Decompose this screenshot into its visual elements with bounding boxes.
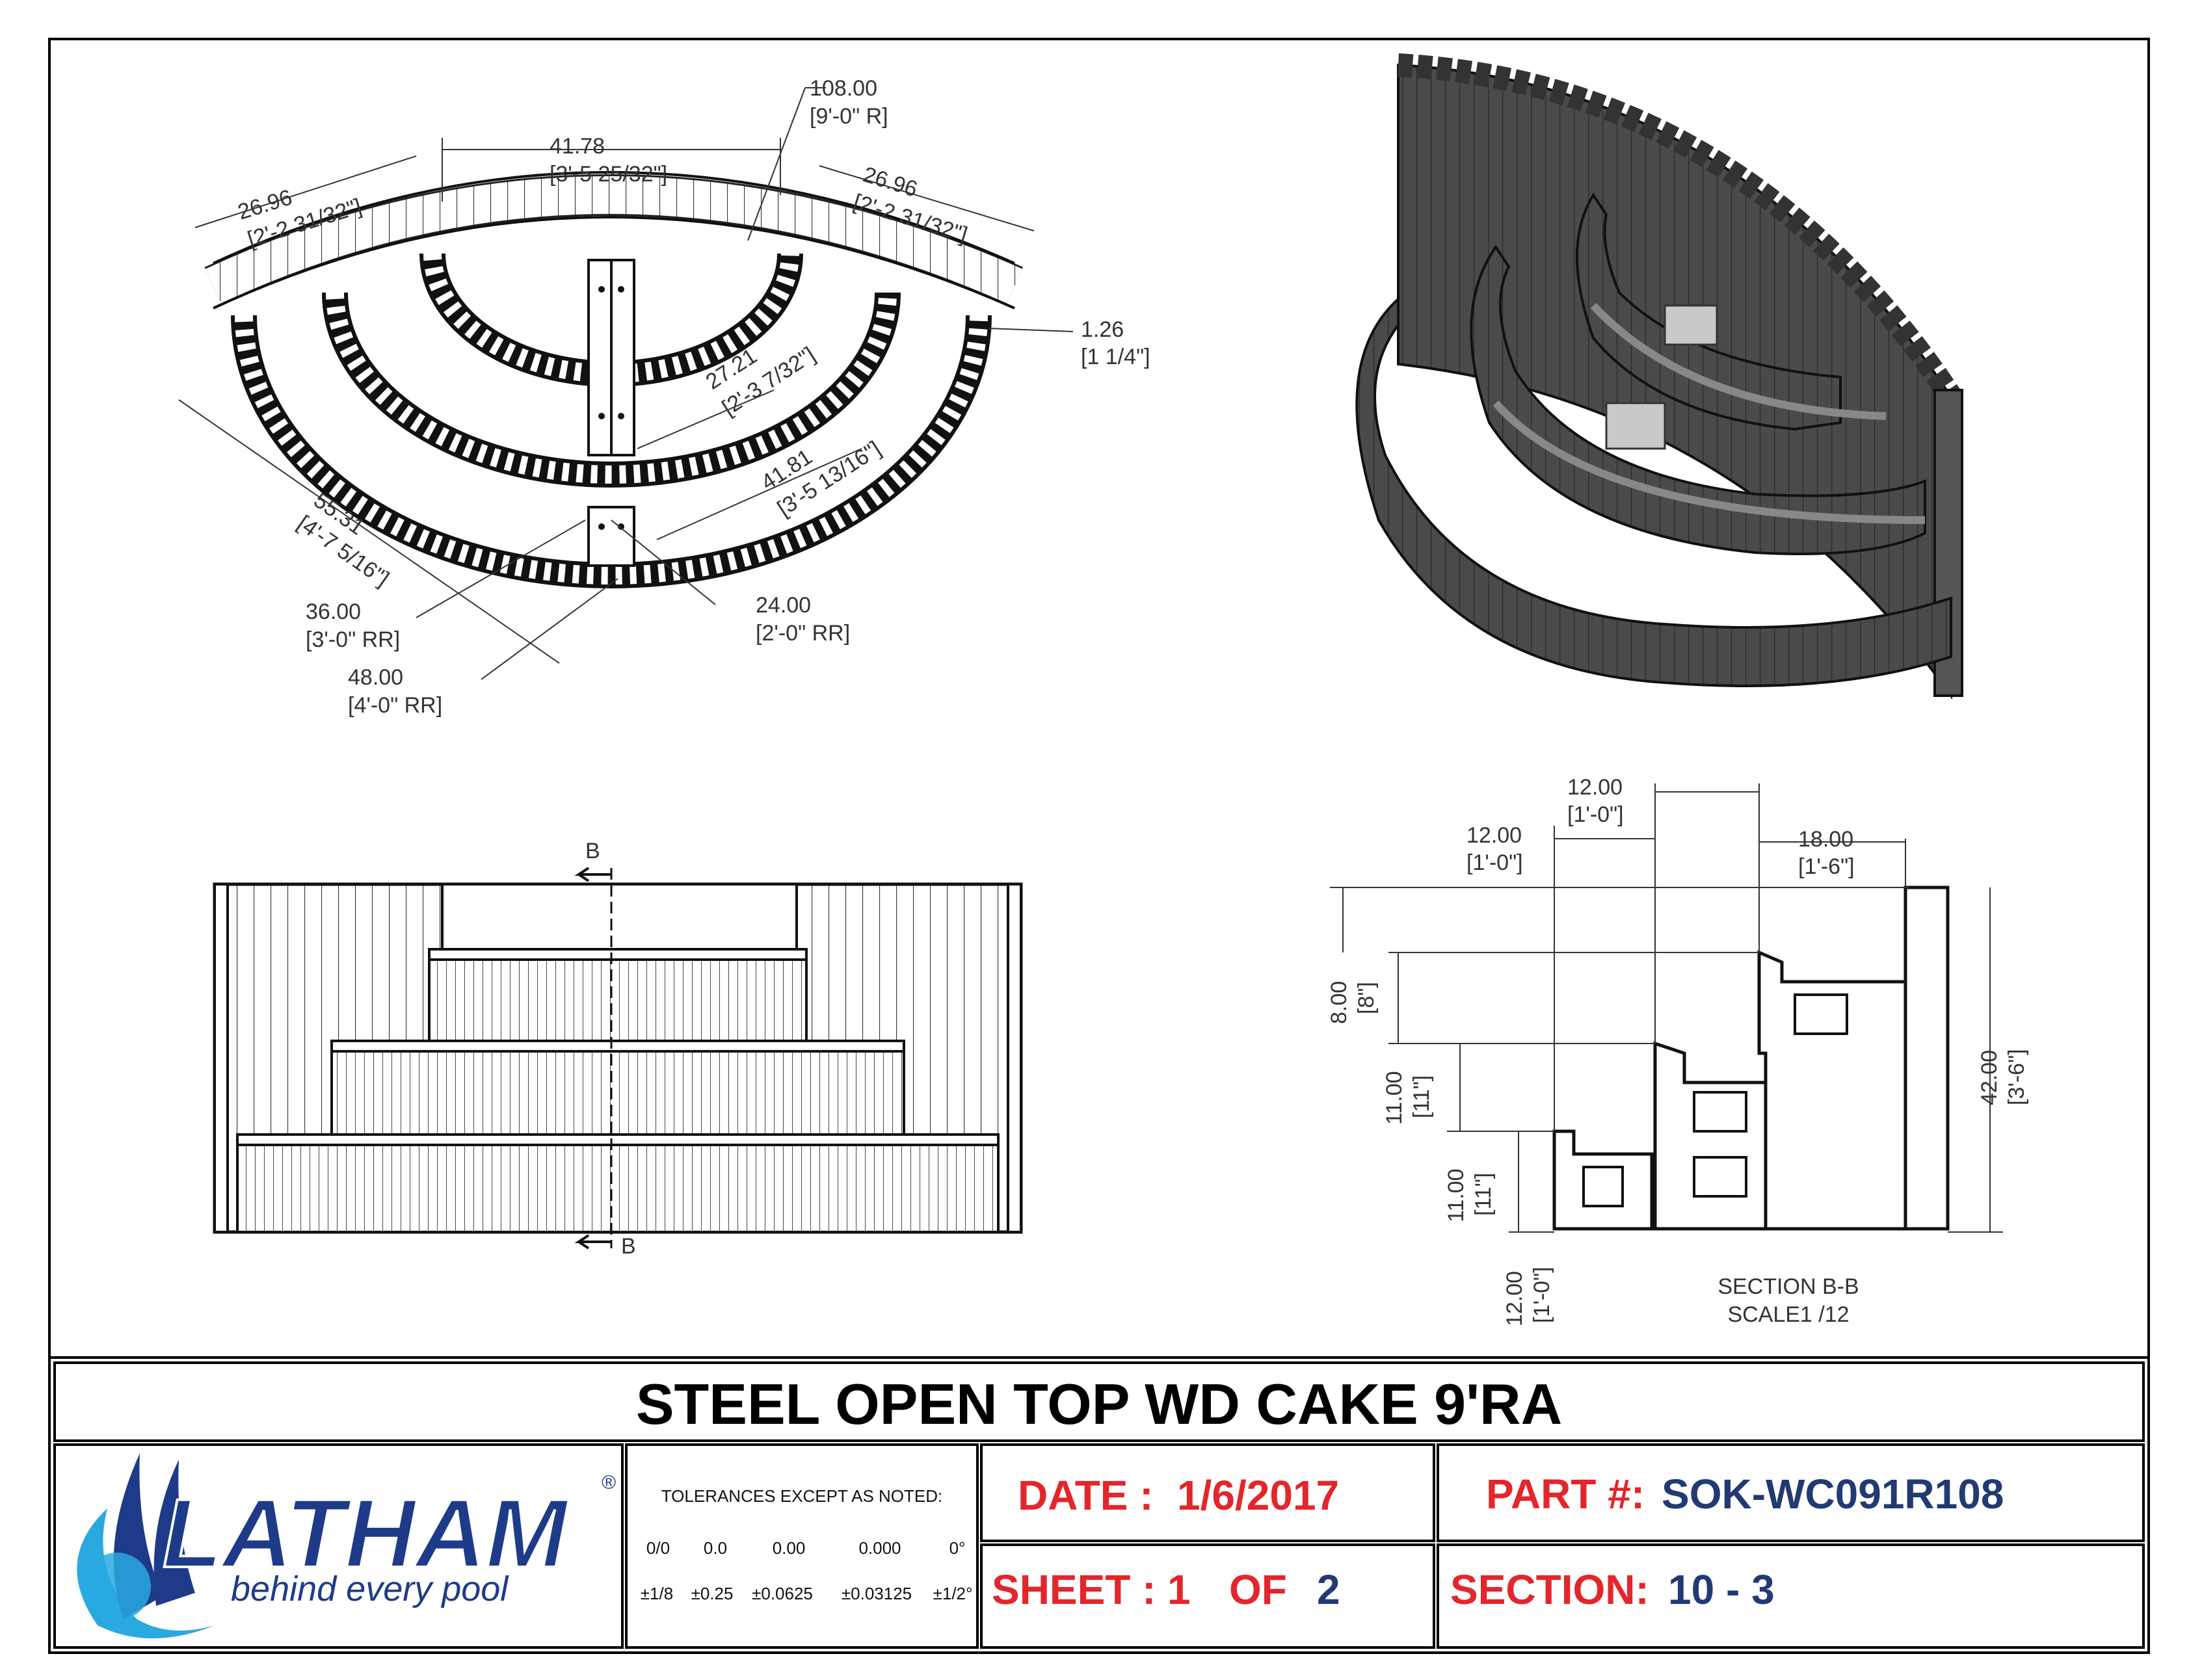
section-scale: SCALE1 /12: [1727, 1302, 1849, 1327]
section-field-label: SECTION:: [1450, 1566, 1649, 1613]
tol-value-1dec: ±0.25: [691, 1584, 734, 1603]
sec-dim-8-imperial: [8"]: [1354, 982, 1379, 1014]
plan-dim-4178: 41.78: [550, 134, 605, 159]
sec-dim-11-upper-imperial: [11"]: [1409, 1075, 1434, 1118]
plan-dim-126: 1.26: [1081, 317, 1124, 342]
tol-format-2dec: 0.00: [773, 1538, 806, 1558]
tol-value-fraction: ±1/8: [641, 1584, 673, 1603]
tol-format-angle: 0°: [949, 1538, 966, 1558]
sheet-total: 2: [1317, 1566, 1340, 1613]
logo-wordmark: LATHAM: [163, 1478, 569, 1588]
sec-dim-42-imperial: [3'-6"]: [2004, 1049, 2029, 1105]
plan-dim-108: 108.00: [810, 76, 877, 101]
date-value: 1/6/2017: [1177, 1472, 1339, 1519]
tol-value-3dec: ±0.03125: [842, 1584, 912, 1603]
tol-format-fraction: 0/0: [646, 1538, 670, 1558]
plan-dim-24: 24.00: [756, 593, 811, 618]
front-tier-middle: [330, 1040, 905, 1053]
section-mark-bottom: B: [621, 1234, 636, 1259]
section-label: SECTION B-B: [1718, 1274, 1859, 1299]
plan-dim-36: 36.00: [306, 599, 361, 624]
logo-tagline: behind every pool: [231, 1569, 509, 1608]
tol-value-2dec: ±0.0625: [752, 1584, 813, 1603]
tol-format-1dec: 0.0: [704, 1538, 727, 1558]
sheet-label: SHEET :: [992, 1566, 1156, 1613]
plan-dim-24-imperial: [2'-0" RR]: [756, 621, 850, 646]
plan-dim-126-imperial: [1 1/4"]: [1081, 345, 1150, 369]
iso-tier-inner: [1576, 192, 1842, 431]
front-view: B B: [213, 839, 1023, 1259]
title-block: STEEL OPEN TOP WD CAKE 9'RA LATHAM ® beh…: [53, 1361, 2145, 1649]
section-view: 12.00 [1'-0"] 12.00 [1'-0"] 18.00 [1'-6"…: [1327, 775, 2029, 1327]
plan-dim-36-imperial: [3'-0" RR]: [306, 627, 400, 652]
iso-tier-middle: [1470, 244, 1926, 555]
sec-dim-11-upper: 11.00: [1382, 1071, 1407, 1125]
sec-dim-12-bottom: 12.00: [1502, 1271, 1527, 1326]
sheet-of-label: OF: [1229, 1566, 1287, 1613]
tol-format-3dec: 0.000: [858, 1538, 901, 1558]
front-tier-inner: [441, 883, 798, 951]
sec-dim-42: 42.00: [1977, 1050, 2002, 1105]
sec-dim-18-imperial: [1'-6"]: [1798, 854, 1855, 879]
plan-view: 108.00 [9'-0" R] 41.78 [3'-5 25/32"] 26.…: [178, 76, 1150, 718]
part-number: SOK-WC091R108: [1662, 1471, 2004, 1517]
sec-dim-11-lower: 11.00: [1444, 1168, 1468, 1222]
sheet-border: [48, 38, 2150, 1654]
section-field-value: 10 - 3: [1668, 1566, 1775, 1613]
sec-dim-18: 18.00: [1798, 827, 1853, 852]
sec-dim-12-left-imperial: [1'-0"]: [1466, 850, 1523, 875]
iso-tier-outer: [1355, 296, 1952, 687]
sec-dim-12-bottom-imperial: [1'-0"]: [1530, 1267, 1554, 1323]
sec-dim-12-top-imperial: [1'-0"]: [1567, 802, 1624, 827]
date-label: DATE :: [1018, 1472, 1154, 1519]
latham-logo: LATHAM ® behind every pool: [77, 1453, 616, 1638]
tolerances-header: TOLERANCES EXCEPT AS NOTED:: [661, 1486, 943, 1506]
front-tier-outer: [236, 1133, 1000, 1146]
section-back-wall: [1904, 886, 1950, 1231]
sheet-number: 1: [1167, 1566, 1191, 1613]
part-label: PART #:: [1486, 1471, 1645, 1517]
plan-dim-48: 48.00: [348, 665, 403, 690]
logo-registered: ®: [602, 1472, 616, 1493]
section-mark-top: B: [585, 839, 600, 863]
isometric-view: [1355, 53, 1963, 700]
sec-dim-12-top: 12.00: [1567, 775, 1623, 800]
tol-value-angle: ±1/2°: [933, 1584, 973, 1603]
plan-dim-4178-imperial: [3'-5 25/32"]: [550, 162, 667, 187]
plan-dim-108-imperial: [9'-0" R]: [810, 104, 888, 129]
plan-dim-48-imperial: [4'-0" RR]: [348, 693, 442, 718]
drawing-title: STEEL OPEN TOP WD CAKE 9'RA: [636, 1372, 1562, 1436]
sec-dim-11-lower-imperial: [11"]: [1471, 1173, 1496, 1216]
sec-dim-8: 8.00: [1327, 981, 1351, 1024]
sec-dim-12-left: 12.00: [1466, 823, 1522, 848]
